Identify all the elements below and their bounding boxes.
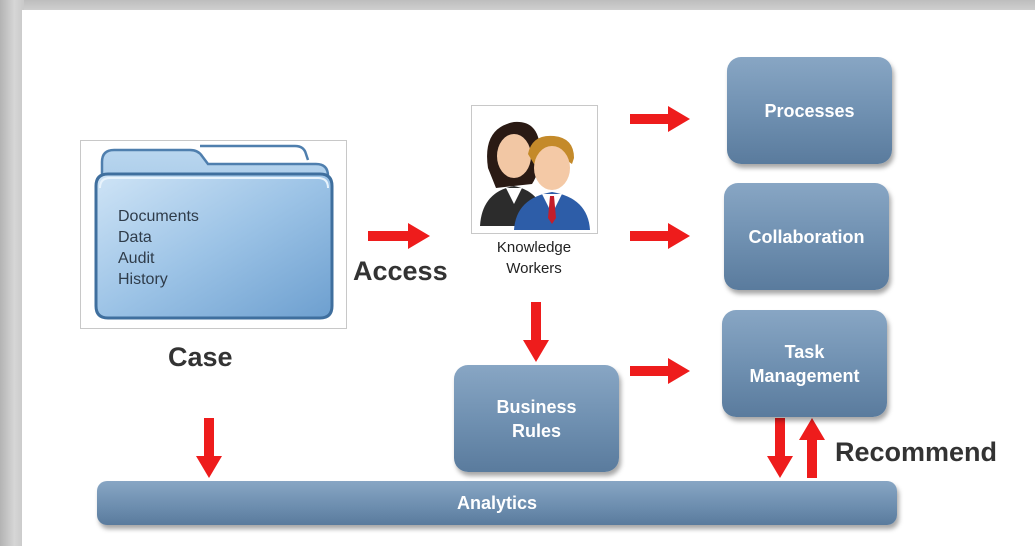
collaboration-label: Collaboration xyxy=(748,226,865,247)
folder-item-history: History xyxy=(118,271,168,288)
arrow-to-collaboration xyxy=(630,223,690,249)
analytics-label: Analytics xyxy=(456,493,538,513)
business-rules-line1: Business xyxy=(496,396,577,417)
analytics-bar: Analytics xyxy=(97,481,897,525)
business-rules-box: Business Rules xyxy=(454,365,619,472)
task-management-box: Task Management xyxy=(722,310,887,417)
knowledge-workers-line1: Knowledge xyxy=(496,239,572,256)
arrow-to-task-management xyxy=(630,358,690,384)
folder-contents-list: Documents Data Audit History xyxy=(118,206,199,290)
access-arrow xyxy=(368,223,430,249)
task-management-line1: Task xyxy=(784,341,825,362)
arrow-task-to-analytics xyxy=(767,418,793,478)
knowledge-workers-line2: Workers xyxy=(506,260,562,277)
processes-label: Processes xyxy=(764,100,855,121)
background-left-strip xyxy=(0,0,24,546)
processes-box: Processes xyxy=(727,57,892,164)
background-top-strip xyxy=(0,0,1035,10)
folder-item-audit: Audit xyxy=(118,250,155,267)
business-rules-line2: Rules xyxy=(511,420,562,441)
folder-item-data: Data xyxy=(118,229,152,246)
folder-icon xyxy=(94,144,334,320)
recommend-label: Recommend xyxy=(835,437,998,467)
arrow-to-business-rules xyxy=(523,302,549,362)
task-management-line2: Management xyxy=(749,365,860,386)
access-label: Access xyxy=(353,256,448,286)
knowledge-workers-label: Knowledge Workers xyxy=(474,237,594,279)
collaboration-box: Collaboration xyxy=(724,183,889,290)
arrow-to-processes xyxy=(630,106,690,132)
case-label: Case xyxy=(168,342,233,372)
folder-item-documents: Documents xyxy=(118,208,199,225)
arrow-analytics-to-task xyxy=(799,418,825,478)
knowledge-workers-icon xyxy=(480,121,590,230)
arrow-case-to-analytics xyxy=(196,418,222,478)
